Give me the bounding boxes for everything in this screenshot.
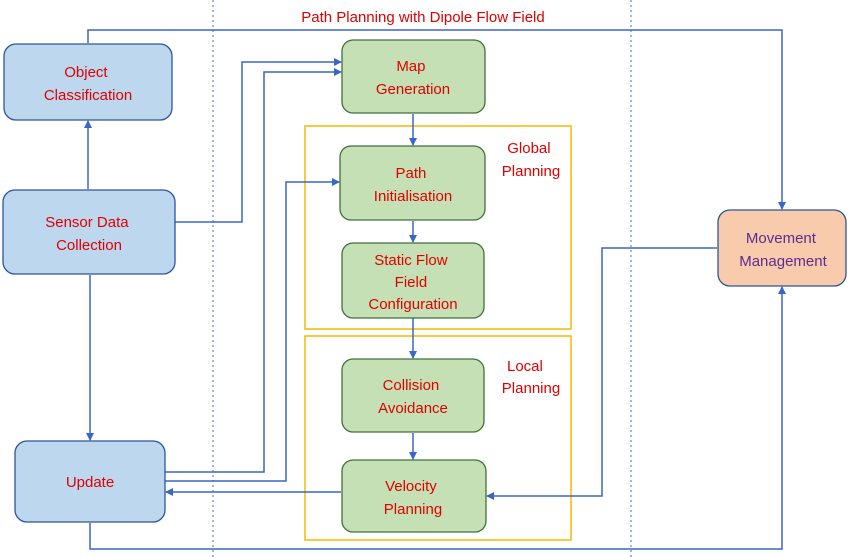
global-planning-label: Global Planning xyxy=(502,140,560,180)
svg-text:Collision Avoidance: Collision Avoidance xyxy=(378,377,448,417)
edge-update-to-path xyxy=(165,178,340,482)
local-planning-group xyxy=(304,335,572,541)
svg-text:Map Generation: Map Generation xyxy=(376,58,450,98)
svg-text:Static Flow Field: Static Flow Field Configuration xyxy=(368,252,457,313)
node-object-classification: Object Classification xyxy=(3,43,173,121)
node-update: Update xyxy=(14,440,166,523)
node-path-initialisation: Path Initialisation xyxy=(339,145,486,221)
svg-text:Velocity Planning: Velocity Planning xyxy=(384,478,442,518)
local-planning-label: Local Planning xyxy=(502,358,560,397)
svg-text:Sensor Data Collection: Sensor Data Collection xyxy=(45,214,133,254)
node-sensor-data-collection: Sensor Data Collection xyxy=(2,189,176,275)
edge-sensor-to-map xyxy=(175,58,342,223)
node-map-generation: Map Generation xyxy=(341,39,486,114)
svg-text:Update: Update xyxy=(66,474,114,491)
edge-movement-to-velocity xyxy=(486,247,717,500)
svg-text:Movement Management: Movement Management xyxy=(739,230,827,270)
diagram-title: Path Planning with Dipole Flow Field xyxy=(301,9,544,26)
edge-update-to-movement xyxy=(89,286,786,550)
svg-text:Path Initialisation: Path Initialisation xyxy=(374,165,452,205)
node-movement-management: Movement Management xyxy=(717,209,847,287)
node-collision-avoidance: Collision Avoidance xyxy=(341,358,485,433)
node-velocity-planning: Velocity Planning xyxy=(341,459,487,533)
svg-text:Object Classification: Object Classification xyxy=(44,64,132,104)
node-static-flow-field-configuration: Static Flow Field Configuration xyxy=(341,242,485,319)
edge-classification-to-movement xyxy=(87,29,786,210)
global-planning-group xyxy=(304,125,572,330)
edge-update-to-map xyxy=(165,68,342,473)
